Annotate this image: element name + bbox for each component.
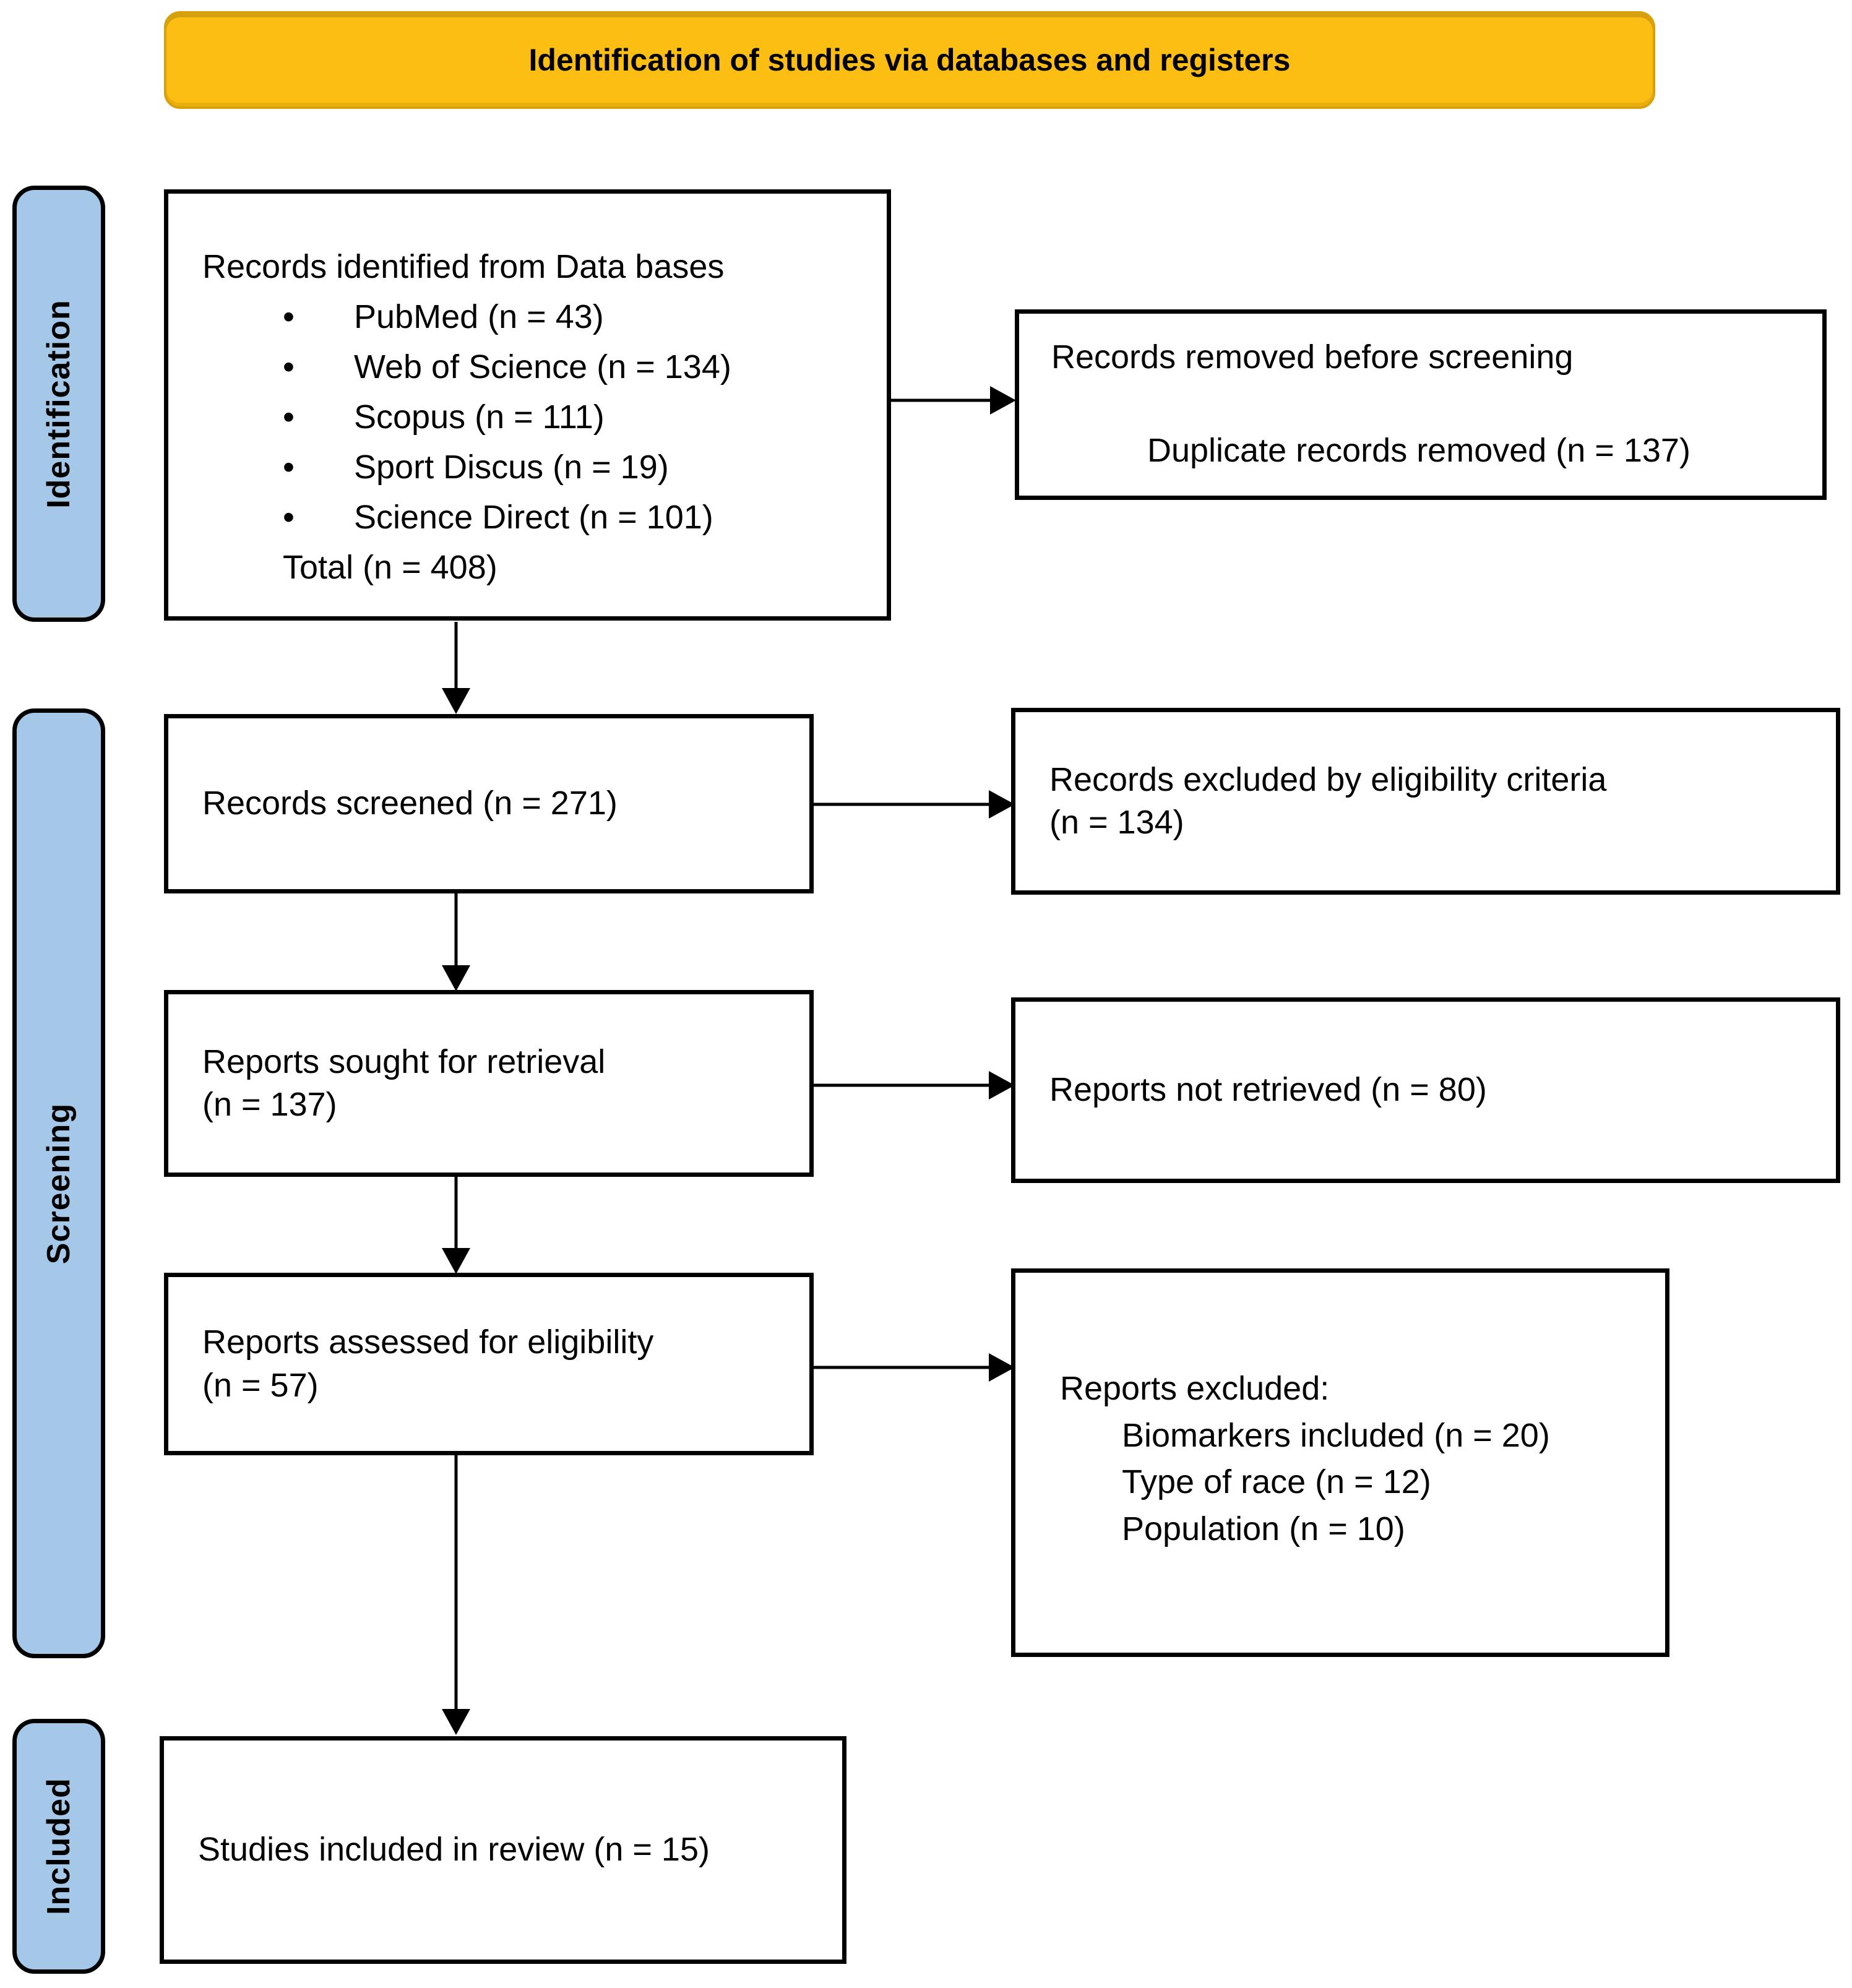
database-count: Scopus (n = 111) [354, 398, 605, 436]
database-count: Sport Discus (n = 19) [354, 449, 669, 486]
records-excluded-line1: Records excluded by eligibility criteria [1049, 760, 1607, 798]
arrow-sought-to-not-retrieved [814, 1071, 1015, 1099]
stage-label-screening: Screening [41, 1103, 77, 1264]
box-records-removed: Records removed before screening Duplica… [1015, 309, 1827, 500]
box-reports-excluded: Reports excluded: Biomarkers included (n… [1011, 1268, 1669, 1657]
reports-sought-line2: (n = 137) [202, 1086, 337, 1123]
bullet-dot-icon [283, 392, 354, 442]
box-studies-included: Studies included in review (n = 15) [160, 1736, 846, 1964]
box-reports-not-retrieved: Reports not retrieved (n = 80) [1011, 997, 1840, 1183]
duplicates-removed: Duplicate records removed (n = 137) [1147, 432, 1690, 470]
box-records-excluded: Records excluded by eligibility criteria… [1011, 708, 1840, 895]
reports-assessed-line2: (n = 57) [202, 1366, 319, 1404]
bullet-dot-icon [283, 292, 354, 342]
list-item: Scopus (n = 111) [283, 392, 868, 442]
box-reports-assessed: Reports assessed for eligibility (n = 57… [164, 1273, 814, 1455]
list-item: Web of Science (n = 134) [283, 342, 868, 392]
stage-bar-included: Included [12, 1719, 105, 1974]
stage-bar-screening: Screening [12, 708, 105, 1658]
reports-excluded-title: Reports excluded: [1060, 1370, 1330, 1407]
exclusion-reason: Type of race (n = 12) [1122, 1463, 1431, 1501]
diagram-title: Identification of studies via databases … [528, 43, 1291, 77]
box-records-identified: Records identified from Data bases PubMe… [164, 189, 891, 621]
bullet-dot-icon [283, 342, 354, 392]
exclusion-reason: Biomarkers included (n = 20) [1122, 1416, 1550, 1454]
arrow-screened-to-sought [442, 893, 470, 991]
box-reports-sought: Reports sought for retrieval (n = 137) [164, 990, 814, 1177]
arrow-sought-to-assessed [442, 1177, 470, 1274]
stage-label-included: Included [41, 1778, 77, 1915]
exclusion-reason: Population (n = 10) [1122, 1510, 1405, 1547]
arrow-identified-to-screened [442, 622, 470, 714]
studies-included-text: Studies included in review (n = 15) [198, 1831, 710, 1869]
bullet-dot-icon [283, 442, 354, 493]
records-removed-title: Records removed before screening [1051, 338, 1574, 376]
records-identified-title: Records identified from Data bases [202, 248, 725, 285]
records-screened-text: Records screened (n = 271) [202, 785, 618, 822]
stage-label-identification: Identification [41, 299, 77, 509]
arrow-screened-to-excluded [814, 790, 1015, 819]
diagram-title-banner: Identification of studies via databases … [164, 11, 1655, 109]
arrow-identified-to-removed [890, 386, 1016, 415]
stage-bar-identification: Identification [12, 186, 105, 622]
box-records-screened: Records screened (n = 271) [164, 714, 814, 893]
arrow-assessed-to-included [442, 1455, 470, 1735]
reports-assessed-line1: Reports assessed for eligibility [202, 1323, 654, 1361]
list-item: Sport Discus (n = 19) [283, 442, 868, 493]
reports-sought-line1: Reports sought for retrieval [202, 1043, 606, 1080]
records-total: Total (n = 408) [283, 549, 497, 586]
database-count: PubMed (n = 43) [354, 298, 604, 335]
list-item: PubMed (n = 43) [283, 292, 868, 342]
arrow-assessed-to-reports-excluded [814, 1353, 1015, 1382]
list-item: Science Direct (n = 101) [283, 493, 868, 543]
records-excluded-line2: (n = 134) [1049, 804, 1184, 841]
database-count: Science Direct (n = 101) [354, 499, 713, 536]
reports-not-retrieved-text: Reports not retrieved (n = 80) [1049, 1071, 1487, 1109]
bullet-dot-icon [283, 493, 354, 543]
database-count: Web of Science (n = 134) [354, 348, 731, 385]
